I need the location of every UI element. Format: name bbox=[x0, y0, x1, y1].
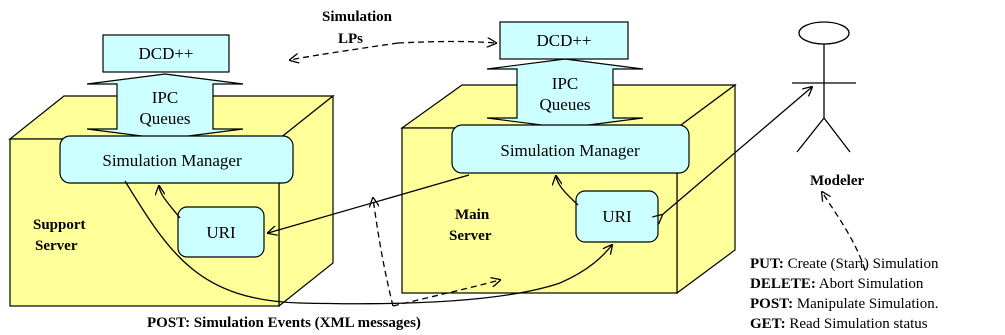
rest-operation-get: GET: Read Simulation status bbox=[750, 316, 928, 332]
main-dcd-label: DCD++ bbox=[536, 31, 591, 50]
main-ipc-label-2: Queues bbox=[540, 95, 591, 114]
modeler-main-uri-link bbox=[662, 87, 812, 215]
main-simulation-manager-label: Simulation Manager bbox=[500, 141, 640, 160]
support-server-name-1: Support bbox=[33, 217, 86, 233]
support-uri-box bbox=[177, 206, 265, 258]
support-simulation-manager bbox=[59, 135, 294, 184]
post-events-label: POST: Simulation Events (XML messages) bbox=[147, 315, 421, 331]
support-server-name-2: Server bbox=[35, 238, 78, 254]
main-ipc-label-1: IPC bbox=[552, 74, 578, 93]
support-ipc-label-1: IPC bbox=[152, 88, 178, 107]
main-server-name-2: Server bbox=[449, 228, 492, 244]
main-dcd-box bbox=[499, 21, 629, 60]
main-server-name-1: Main bbox=[455, 207, 490, 223]
support-simulation-manager-label: Simulation Manager bbox=[102, 151, 242, 170]
main-uri-label: URI bbox=[602, 207, 632, 226]
rest-operations-arrow bbox=[822, 192, 866, 271]
support-ipc-label-2: Queues bbox=[140, 109, 191, 128]
modeler-actor-icon bbox=[792, 21, 856, 153]
lps-link-to-main-dcd bbox=[397, 42, 496, 44]
connectors bbox=[124, 42, 866, 307]
post-events-arrow-up bbox=[373, 198, 394, 307]
simulation-lps-label-1: Simulation bbox=[322, 9, 393, 25]
simulation-lps-label-2: LPs bbox=[338, 31, 363, 47]
main-uri-to-manager-arrow bbox=[556, 176, 579, 206]
post-events-arrow-right bbox=[392, 280, 500, 307]
support-uri-label: URI bbox=[206, 223, 236, 242]
support-dcd-label: DCD++ bbox=[138, 44, 193, 63]
support-server: IPC Queues DCD++ Simulation Manager URI … bbox=[8, 34, 335, 308]
main-manager-to-support-uri-arrow bbox=[268, 174, 470, 233]
rest-operation-put: PUT: Create (Start) Simulation bbox=[750, 256, 939, 272]
support-uri-to-manager-arrow bbox=[159, 186, 181, 219]
support-dcd-box bbox=[102, 34, 230, 73]
main-server: IPC Queues DCD++ Simulation Manager URI … bbox=[400, 21, 737, 295]
rest-operation-delete: DELETE: Abort Simulation bbox=[750, 276, 924, 292]
rest-operations-list: PUT: Create (Start) Simulation DELETE: A… bbox=[750, 256, 939, 332]
rest-operation-post: POST: Manipulate Simulation. bbox=[750, 296, 938, 312]
lps-link-to-support-dcd bbox=[290, 42, 399, 60]
modeler-label: Modeler bbox=[810, 173, 864, 189]
support-manager-to-main-uri-arrow bbox=[124, 180, 612, 305]
